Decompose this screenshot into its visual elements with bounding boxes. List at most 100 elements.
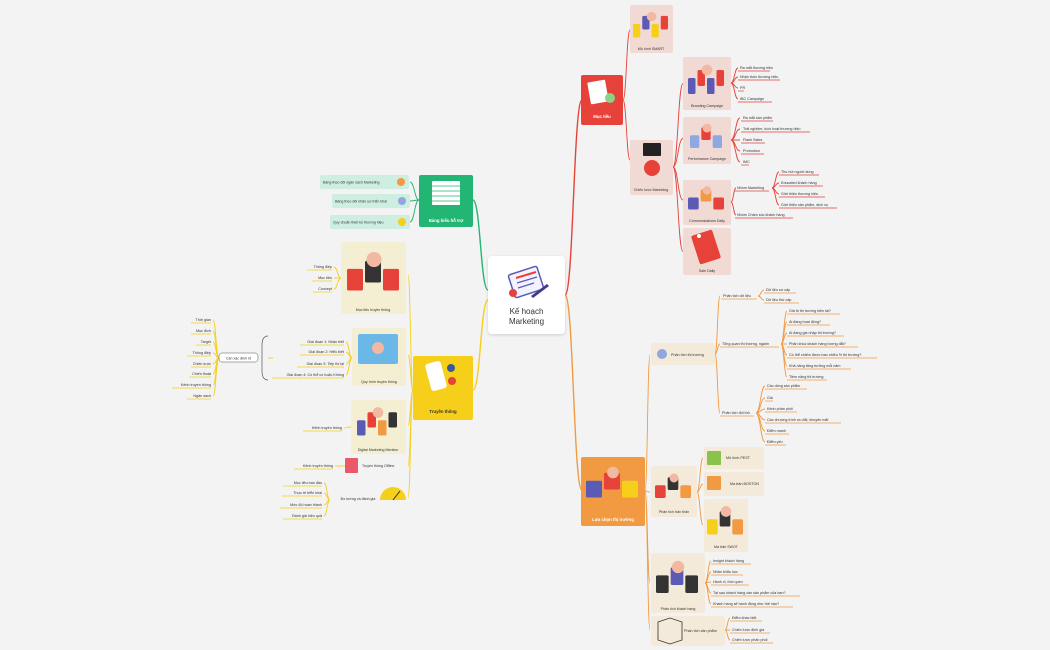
leaf-topic[interactable]: Các dòng sản phẩm	[767, 384, 800, 388]
pest-label: Mô hình PEST	[726, 456, 751, 460]
communications-node[interactable]	[683, 180, 731, 225]
leaf-topic[interactable]: Nhóm Marketing	[737, 186, 764, 190]
leaf-topic[interactable]: Giá	[767, 396, 774, 400]
communications-illustration-part	[688, 197, 699, 210]
connector	[672, 83, 684, 168]
leaf-topic[interactable]: Chiến thuật	[192, 372, 211, 376]
leaf-topic[interactable]: Đánh giá hiệu quả	[292, 514, 323, 518]
sale-tag-icon	[691, 229, 721, 265]
leaf-topic[interactable]: Tại sao khách hàng cần sản phẩm của bạn?	[713, 591, 786, 595]
leaf-topic[interactable]: Mục tiêu	[318, 276, 332, 280]
leaf-topic[interactable]: Kênh phân phối	[767, 407, 793, 411]
connector	[564, 294, 583, 491]
digital-illustration-part	[367, 412, 376, 428]
leaf-topic[interactable]: Thông điệp	[314, 265, 332, 269]
smart-illustration-part	[651, 23, 659, 38]
leaf-topic[interactable]: Khả năng tăng trưởng mỗi năm	[789, 363, 840, 368]
leaf-topic[interactable]: Tổng quan thị trường, ngành	[722, 342, 769, 346]
central-topic[interactable]: Kế hoạch Marketing	[488, 256, 565, 334]
leaf-topic[interactable]: IBC Campaign	[740, 97, 764, 101]
leaf-topic[interactable]: Các chương trình ưu đãi, khuyến mãi	[767, 418, 828, 422]
leaf-topic[interactable]: PR	[740, 86, 745, 90]
leaf-topic[interactable]: Điểm yếu	[767, 440, 783, 444]
ban-than-illustration-part	[655, 485, 666, 498]
leaf-topic[interactable]: Ra mắt thương hiệu	[740, 65, 773, 70]
chart-person-icon	[657, 349, 667, 359]
leaf-topic[interactable]: Nhóm Chăm sóc khách hàng	[737, 213, 785, 217]
leaf-topic[interactable]: Giai đoạn 4: Có thể có hoặc Không	[287, 373, 344, 377]
leaf-topic[interactable]: Ra mắt sản phẩm	[743, 115, 772, 120]
connector	[333, 266, 342, 279]
leaf-topic[interactable]: Giai đoạn 3: Tiếp thị lại	[306, 362, 344, 366]
leaf-topic[interactable]: Giai đoạn 1: Nhận biết	[307, 340, 344, 344]
performance-node[interactable]	[683, 117, 731, 164]
truyen-thong-label: Truyền thông	[429, 409, 457, 414]
leaf-topic[interactable]: Điểm khác biệt	[732, 616, 756, 620]
san-pham-node[interactable]	[651, 616, 725, 646]
leaf-topic[interactable]: Dữ liệu sơ cấp	[766, 288, 790, 292]
leaf-topic[interactable]: Phân tích đối thủ	[722, 411, 750, 415]
leaf-topic[interactable]: Khách hàng sẽ hành động như thế nào?	[713, 602, 779, 606]
performance-illustration-part	[712, 135, 722, 148]
connector	[622, 29, 631, 101]
can-xac-dinh-node[interactable]	[218, 352, 259, 363]
central-topic-title: Kế hoạch Marketing	[488, 307, 565, 327]
smart-illustration	[633, 11, 668, 38]
leaf-topic[interactable]: Chiến lược	[193, 362, 211, 366]
lua-chon-illustration-part	[586, 480, 602, 498]
leaf-topic[interactable]: Hành vi, thói quen	[713, 580, 743, 584]
leaf-topic[interactable]: Thực tế triển khai	[293, 491, 322, 495]
leaf-topic[interactable]: Mức độ hoàn thành	[290, 503, 322, 507]
leaf-topic[interactable]: Thông điệp	[193, 351, 211, 355]
leaf-topic[interactable]: Flash Sales	[743, 138, 762, 142]
leaf-topic[interactable]: Ai đang gia nhập thị trường?	[789, 331, 836, 335]
leaf-topic[interactable]: Mục đích	[196, 329, 211, 333]
leaf-topic[interactable]: Điểm mạnh	[767, 429, 786, 433]
leaf-topic[interactable]: Kênh truyền thông	[303, 464, 333, 468]
leaf-topic[interactable]: Kênh truyền thông	[181, 383, 211, 387]
leaf-topic[interactable]: Insight khách hàng	[713, 559, 744, 563]
bang-bieu-item-3[interactable]	[330, 215, 410, 229]
leaf-topic[interactable]: Giai đoạn 2: Hiểu biết	[309, 350, 344, 354]
leaf-topic[interactable]: Mục tiêu ban đầu	[294, 481, 322, 485]
lua-chon-node[interactable]	[581, 457, 645, 526]
ban-than-node[interactable]	[651, 466, 697, 517]
leaf-topic[interactable]: Tiềm năng thị trường	[789, 375, 823, 379]
leaf-topic[interactable]: IMC	[743, 160, 750, 164]
connector	[333, 277, 342, 290]
connector	[714, 343, 721, 355]
leaf-topic[interactable]: Giới thiệu thương hiệu	[781, 192, 818, 196]
offline-store-icon[interactable]	[345, 458, 358, 473]
leaf-topic[interactable]: Promotion	[743, 149, 760, 153]
phan-tich-thi-truong-node[interactable]	[651, 343, 715, 365]
bang-bieu-item-1[interactable]	[320, 175, 409, 189]
connector	[345, 357, 353, 376]
leaf-topic[interactable]: Chiến lược phân phối	[732, 638, 768, 642]
leaf-topic[interactable]: Ngân sách	[193, 394, 211, 398]
leaf-topic[interactable]: Thời gian	[195, 318, 211, 322]
connector	[730, 139, 741, 163]
leaf-topic[interactable]: Phân khúc khách hàng tương đắt?	[789, 341, 846, 346]
leaf-topic[interactable]: Nhận thức thương hiệu	[740, 75, 778, 79]
leaf-topic[interactable]: Concept	[318, 287, 332, 291]
leaf-topic[interactable]: Phân tích dữ liệu	[723, 294, 751, 298]
leaf-topic[interactable]: Kênh truyền thông	[312, 426, 342, 430]
leaf-topic[interactable]: Ai đang hoạt động?	[789, 320, 821, 324]
connector	[343, 426, 352, 429]
leaf-topic[interactable]: Có thể chiếm được bao nhiêu % thị trường…	[789, 353, 861, 357]
connector	[409, 199, 420, 223]
leaf-topic[interactable]: Giá trị thị trường hiện tại?	[789, 309, 831, 313]
leaf-topic[interactable]: Thu hút người dùng	[781, 170, 814, 174]
leaf-topic[interactable]: Chiến lược định giá	[732, 628, 765, 632]
leaf-topic[interactable]: Educated khách hàng	[781, 181, 817, 185]
leaf-topic[interactable]: Giới thiệu sản phẩm, dịch vụ	[781, 203, 828, 207]
leaf-topic[interactable]: Nhân khẩu học	[713, 570, 738, 574]
lua-chon-illustration	[586, 466, 638, 498]
bang-bieu-item-2[interactable]	[332, 194, 410, 208]
leaf-topic[interactable]: Dữ liệu thứ cấp	[766, 298, 791, 302]
leaf-topic[interactable]: Target	[201, 340, 211, 344]
leaf-topic[interactable]: Trải nghiệm, kích hoạt thương hiệu	[743, 127, 800, 131]
connector	[212, 357, 220, 397]
muc-tieu-truyen-thong-illustration	[347, 251, 399, 291]
connector	[644, 490, 651, 631]
